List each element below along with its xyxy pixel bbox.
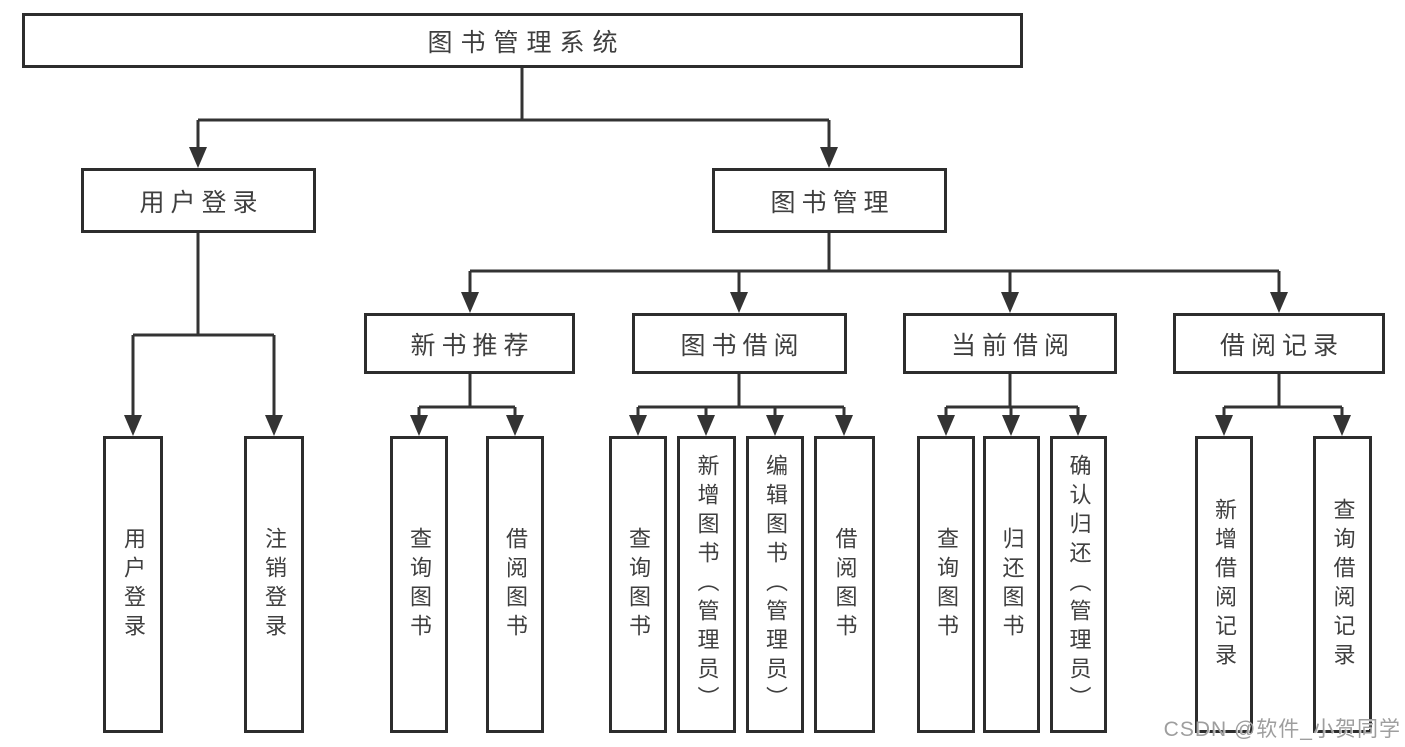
node-library-system: 图书管理系统	[22, 13, 1023, 68]
leaf-add-book-admin: 新增图书（管理员）	[677, 436, 736, 733]
arrowhead	[1333, 415, 1351, 436]
arrowhead	[1001, 292, 1019, 313]
arrowhead	[410, 415, 428, 436]
arrowhead	[835, 415, 853, 436]
arrowhead	[506, 415, 524, 436]
arrowhead	[124, 415, 142, 436]
arrowhead	[1215, 415, 1233, 436]
leaf-query-borrow-record: 查询借阅记录	[1313, 436, 1372, 733]
node-new-book-recommend: 新书推荐	[364, 313, 575, 374]
csdn-watermark: CSDN @软件_小贺同学	[1163, 718, 1401, 741]
arrowhead	[730, 292, 748, 313]
arrowhead	[937, 415, 955, 436]
arrowhead	[766, 415, 784, 436]
node-user-login: 用户登录	[81, 168, 316, 233]
leaf-recommend-query-book: 查询图书	[390, 436, 448, 733]
arrowhead	[1002, 415, 1020, 436]
leaf-user-login: 用户登录	[103, 436, 163, 733]
leaf-confirm-return-admin: 确认归还（管理员）	[1050, 436, 1107, 733]
leaf-recommend-borrow-book: 借阅图书	[486, 436, 544, 733]
arrowhead	[189, 147, 207, 168]
leaf-edit-book-admin: 编辑图书（管理员）	[746, 436, 804, 733]
arrowhead	[1069, 415, 1087, 436]
leaf-return-book: 归还图书	[983, 436, 1040, 733]
node-book-borrow: 图书借阅	[632, 313, 847, 374]
node-borrow-record: 借阅记录	[1173, 313, 1385, 374]
leaf-borrow-book: 借阅图书	[814, 436, 875, 733]
connector-paths	[131, 68, 1344, 417]
arrowhead	[629, 415, 647, 436]
leaf-add-borrow-record: 新增借阅记录	[1195, 436, 1253, 733]
node-current-borrow: 当前借阅	[903, 313, 1117, 374]
arrowhead	[461, 292, 479, 313]
leaf-borrow-query-book: 查询图书	[609, 436, 667, 733]
arrowhead	[820, 147, 838, 168]
arrowhead	[697, 415, 715, 436]
leaf-current-query-book: 查询图书	[917, 436, 975, 733]
arrowhead	[1270, 292, 1288, 313]
node-book-management: 图书管理	[712, 168, 947, 233]
leaf-logout-login: 注销登录	[244, 436, 304, 733]
arrowhead	[265, 415, 283, 436]
